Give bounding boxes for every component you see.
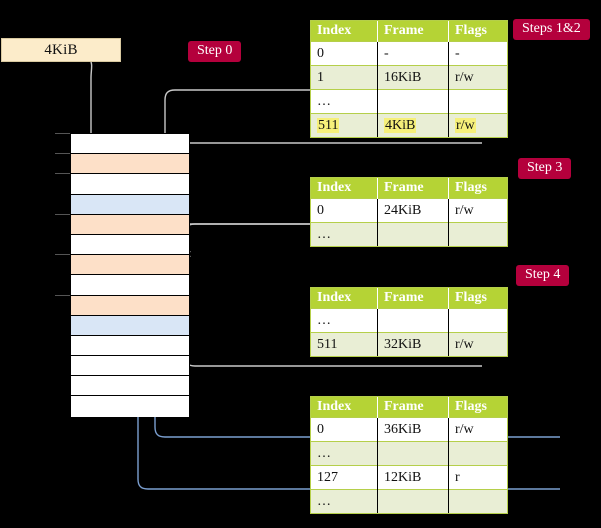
table-cell: r — [448, 465, 507, 490]
table-header-index: Index — [311, 21, 378, 42]
table-header-flags: Flags — [448, 21, 507, 42]
table-cell: … — [311, 308, 378, 333]
table-cell: … — [311, 89, 378, 114]
table-cell: - — [377, 41, 449, 66]
memory-frame-row — [71, 214, 189, 235]
table-cell — [377, 441, 449, 466]
table-row: 511 4KiB r/w — [311, 113, 507, 137]
table-header-index: Index — [311, 397, 378, 418]
memory-frame-row — [71, 255, 189, 276]
highlighted-value: 511 — [317, 117, 340, 133]
memory-frame-row — [71, 396, 189, 417]
table-row: 0-- — [311, 41, 507, 66]
memory-frame-row — [71, 194, 189, 215]
memory-row-tick — [55, 254, 70, 256]
memory-row-tick — [55, 294, 70, 296]
highlighted-value: 4KiB — [384, 117, 417, 133]
memory-frame-row — [71, 174, 189, 195]
table-cell: … — [311, 222, 378, 246]
table-cell: r/w — [448, 113, 507, 137]
table-cell — [377, 489, 449, 513]
table-cell: 16KiB — [377, 65, 449, 90]
table-cell — [448, 222, 507, 246]
table-cell — [448, 308, 507, 333]
memory-frame-row — [71, 275, 189, 296]
table-header-index: Index — [311, 178, 378, 199]
memory-frame-row — [71, 234, 189, 256]
table-header-frame: Frame — [377, 21, 449, 42]
step-badge-4: Step 4 — [516, 265, 570, 286]
table-header-frame: Frame — [377, 288, 449, 309]
memory-frame-row — [71, 134, 189, 155]
table-cell — [377, 308, 449, 333]
step-badge-3: Step 3 — [518, 158, 572, 179]
table-row: … — [311, 222, 507, 246]
table-cell: - — [448, 41, 507, 66]
request-size-box: 4KiB — [1, 38, 121, 62]
table-cell: r/w — [448, 417, 507, 442]
table-header-flags: Flags — [448, 178, 507, 199]
table-cell: 24KiB — [377, 198, 449, 223]
memory-row-tick — [55, 133, 70, 134]
table-cell: 127 — [311, 465, 378, 490]
highlighted-value: r/w — [455, 117, 476, 133]
table-header-frame: Frame — [377, 178, 449, 199]
table-cell: 36KiB — [377, 417, 449, 442]
table-row: … — [311, 89, 507, 114]
table-cell: r/w — [448, 198, 507, 223]
physical-memory-column — [70, 133, 190, 417]
memory-frame-row — [71, 376, 189, 397]
request-size-label: 4KiB — [44, 41, 78, 58]
table-cell: 0 — [311, 417, 378, 442]
table-cell — [448, 489, 507, 513]
table-cell — [377, 222, 449, 246]
table-header-flags: Flags — [448, 397, 507, 418]
table-row: … — [311, 308, 507, 333]
memory-frame-row — [71, 154, 189, 175]
table-cell: … — [311, 489, 378, 513]
table-header-flags: Flags — [448, 288, 507, 309]
step-badge-1-2: Steps 1&2 — [513, 19, 590, 40]
table-row: … — [311, 441, 507, 466]
table-header-frame: Frame — [377, 397, 449, 418]
memory-frame-row — [71, 335, 189, 357]
memory-row-tick — [55, 173, 70, 175]
table-cell: r/w — [448, 332, 507, 356]
memory-row-tick — [55, 153, 70, 155]
memory-frame-row — [71, 356, 189, 377]
table-cell: … — [311, 441, 378, 466]
table-cell: 4KiB — [377, 113, 449, 137]
table-cell: 0 — [311, 198, 378, 223]
table-cell — [448, 89, 507, 114]
table-cell: 511 — [311, 332, 378, 356]
table-cell — [448, 441, 507, 466]
table-cell: 1 — [311, 65, 378, 90]
step-badge-0: Step 0 — [188, 41, 242, 62]
table-cell: 511 — [311, 113, 378, 137]
table-cell: 32KiB — [377, 332, 449, 356]
memory-frame-row — [71, 315, 189, 336]
table-header-index: Index — [311, 288, 378, 309]
table-cell: 12KiB — [377, 465, 449, 490]
table-row: … — [311, 489, 507, 513]
memory-row-tick — [55, 213, 70, 215]
table-cell — [377, 89, 449, 114]
table-cell: r/w — [448, 65, 507, 90]
table-cell: 0 — [311, 41, 378, 66]
memory-frame-row — [71, 295, 189, 316]
